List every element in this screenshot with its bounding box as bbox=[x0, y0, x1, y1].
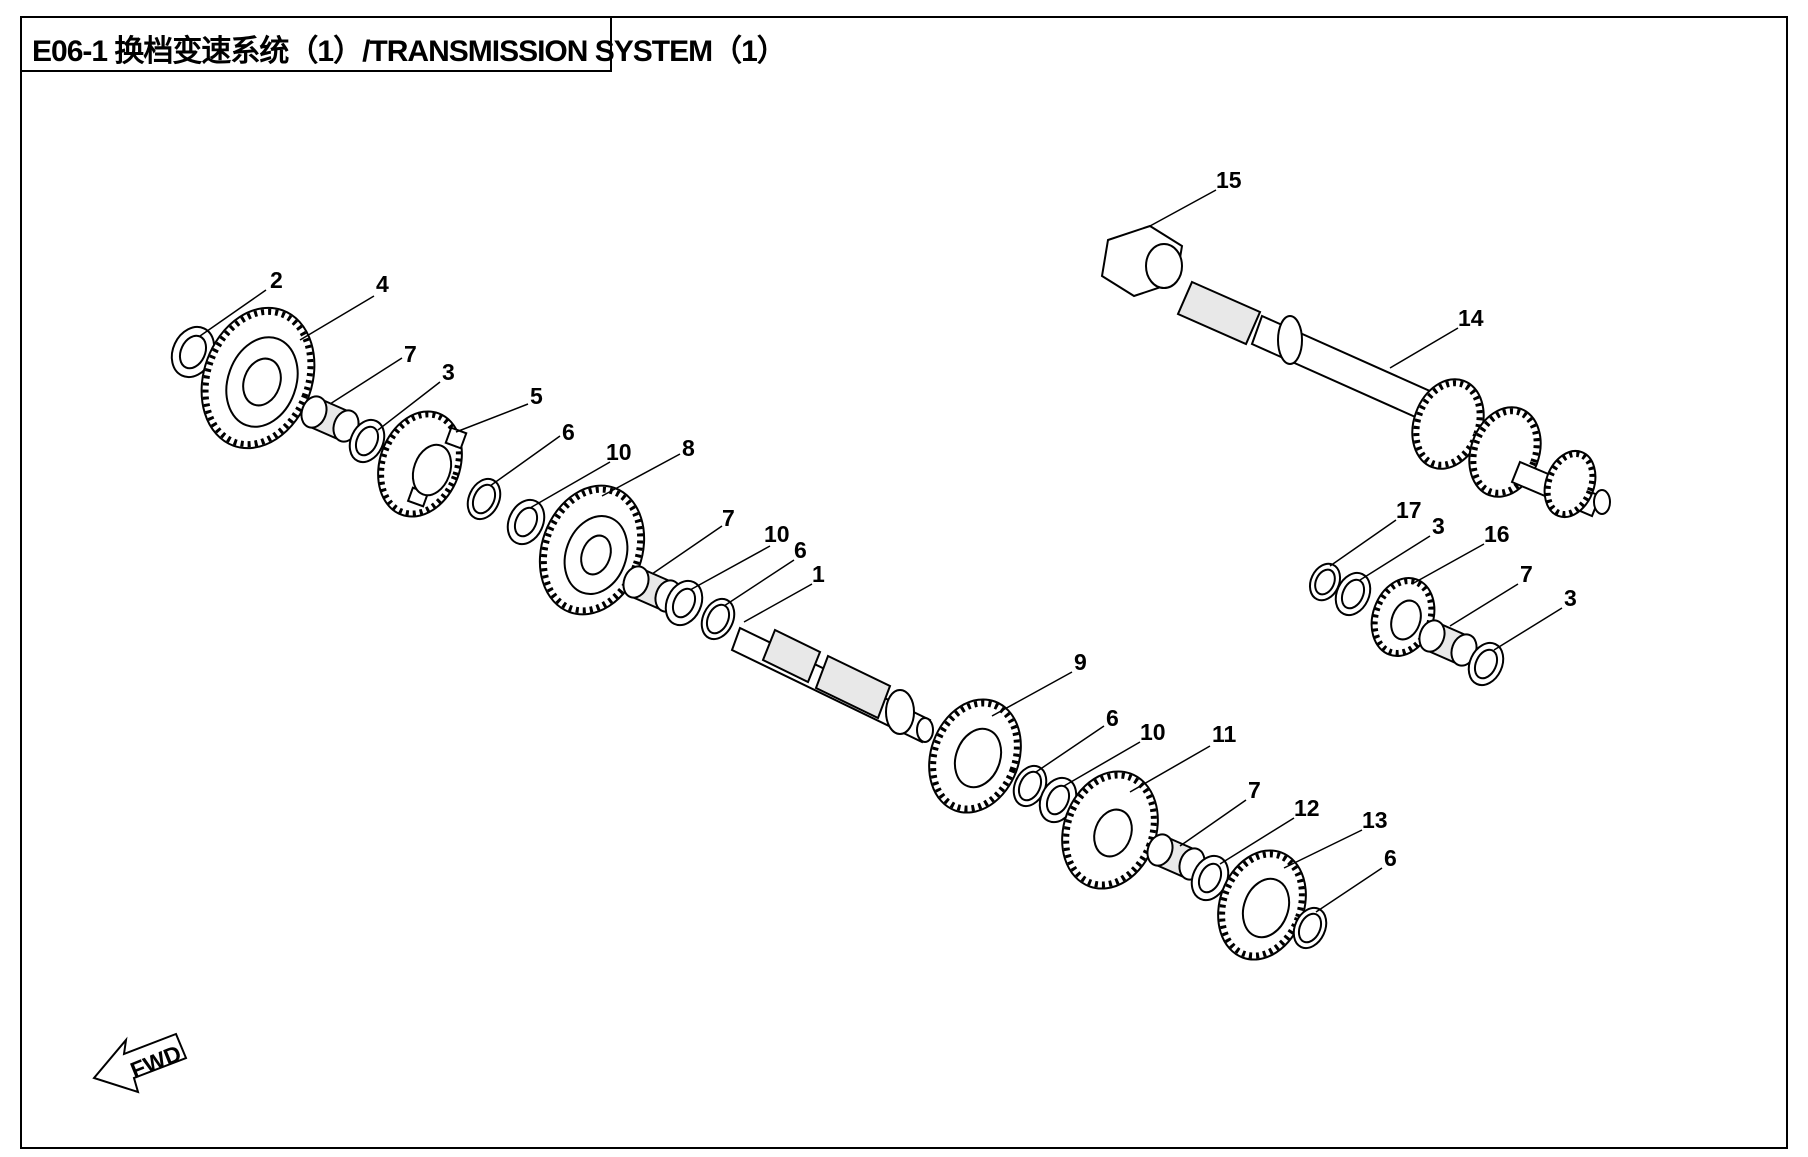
callout-8: 8 bbox=[682, 435, 695, 461]
countershaft-gear-c bbox=[1543, 450, 1597, 518]
callout-2: 2 bbox=[270, 267, 283, 293]
washer-10a bbox=[506, 498, 546, 546]
gear-9 bbox=[928, 698, 1022, 814]
callout-4: 4 bbox=[376, 271, 389, 297]
circlip-6b bbox=[700, 597, 736, 641]
callout-6d: 6 bbox=[1384, 845, 1397, 871]
callout-15: 15 bbox=[1216, 167, 1242, 193]
gear-5 bbox=[377, 410, 468, 518]
callout-7d: 7 bbox=[1520, 561, 1533, 587]
gear-8 bbox=[538, 484, 646, 616]
callouts: 2 4 7 3 5 6 10 8 7 10 6 1 9 6 10 11 7 12… bbox=[270, 167, 1577, 871]
diagram-title: E06-1 换档变速系统（1）/TRANSMISSION SYSTEM（1） bbox=[32, 35, 787, 68]
callout-6b: 6 bbox=[794, 537, 807, 563]
callout-10b: 10 bbox=[764, 521, 790, 547]
circlip-6d bbox=[1292, 906, 1328, 950]
callout-5: 5 bbox=[530, 383, 543, 409]
callout-7c: 7 bbox=[1248, 777, 1261, 803]
leader-lines bbox=[199, 189, 1563, 913]
callout-3a: 3 bbox=[442, 359, 455, 385]
callout-17: 17 bbox=[1396, 497, 1422, 523]
callout-13: 13 bbox=[1362, 807, 1388, 833]
gear-11 bbox=[1061, 770, 1159, 890]
needle-bearing-7c bbox=[1146, 833, 1206, 881]
callout-3c: 3 bbox=[1564, 585, 1577, 611]
callout-3b: 3 bbox=[1432, 513, 1445, 539]
washer-3b bbox=[1334, 571, 1372, 617]
callout-1: 1 bbox=[812, 561, 825, 587]
callout-11: 11 bbox=[1212, 721, 1237, 747]
fwd-arrow: FWD bbox=[92, 1032, 188, 1094]
washer-10b bbox=[664, 579, 704, 627]
drawing-frame bbox=[20, 16, 1788, 1149]
callout-9: 9 bbox=[1074, 649, 1087, 675]
washer-3a bbox=[348, 418, 386, 464]
washer-12 bbox=[1190, 854, 1230, 902]
callout-7b: 7 bbox=[722, 505, 735, 531]
main-shaft bbox=[730, 626, 934, 744]
callout-10c: 10 bbox=[1140, 719, 1166, 745]
callout-12: 12 bbox=[1294, 795, 1320, 821]
callout-10a: 10 bbox=[606, 439, 632, 465]
main-shaft-spline-a bbox=[761, 628, 822, 684]
main-shaft-spline-b bbox=[814, 654, 892, 720]
callout-6c: 6 bbox=[1106, 705, 1119, 731]
countershaft-14 bbox=[1176, 280, 1611, 518]
washer-3c bbox=[1467, 641, 1505, 687]
circlip-6a bbox=[466, 477, 502, 521]
nut-15 bbox=[1100, 224, 1184, 298]
callout-16: 16 bbox=[1484, 521, 1510, 547]
gear-4 bbox=[200, 306, 316, 450]
callout-7a: 7 bbox=[404, 341, 417, 367]
title-block: E06-1 换档变速系统（1）/TRANSMISSION SYSTEM（1） bbox=[20, 16, 787, 72]
callout-6a: 6 bbox=[562, 419, 575, 445]
callout-14: 14 bbox=[1458, 305, 1484, 331]
